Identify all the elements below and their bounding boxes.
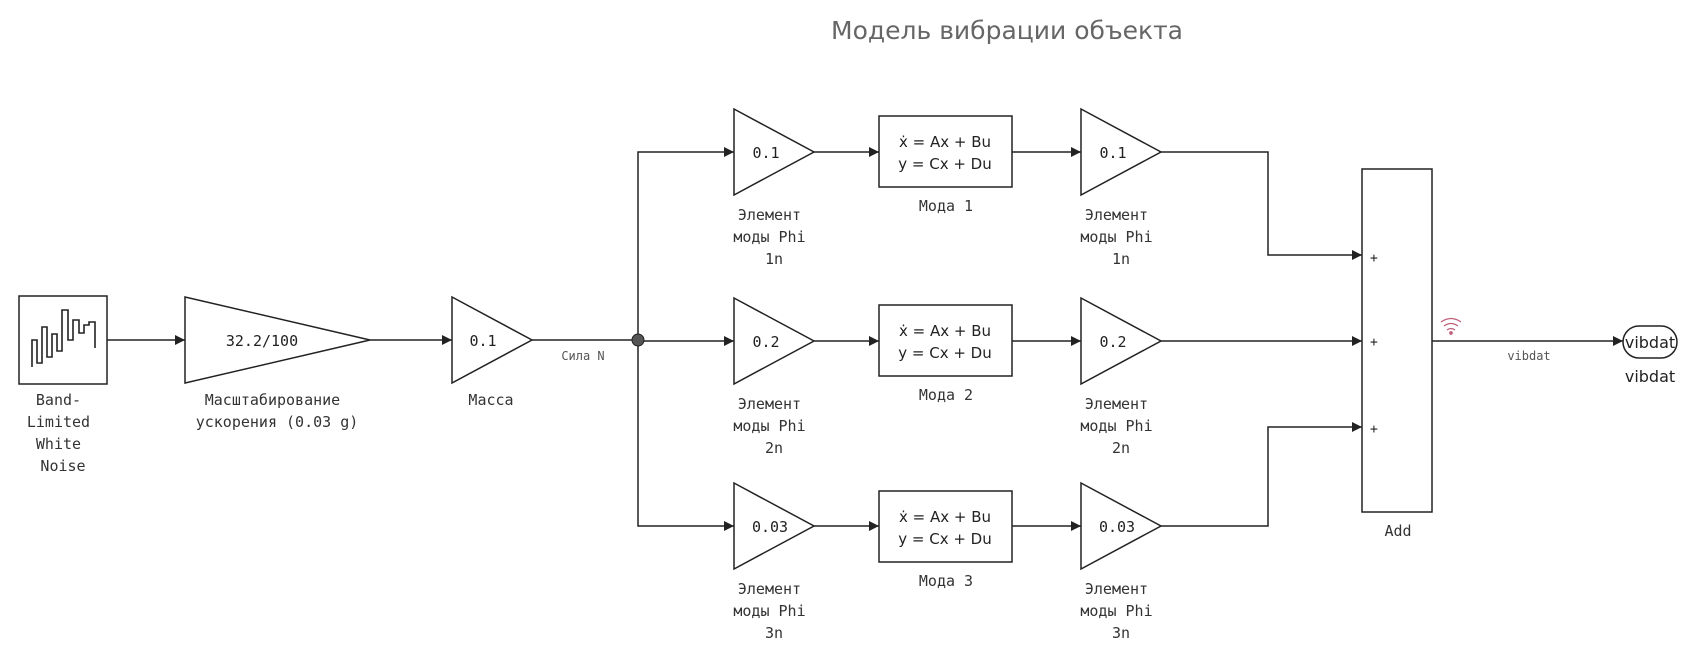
mass-gain-value: 0.1 xyxy=(469,332,496,350)
output-equation: y = Cx + Du xyxy=(898,344,992,362)
mode-1-state-space-block[interactable]: ẋ = Ax + Bu y = Cx + Du xyxy=(878,115,1013,188)
state-space-label: Мода 3 xyxy=(919,572,973,590)
mode-1-branch: 0.1 Элемент моды Phi 1n ẋ = Ax + Bu y = … xyxy=(733,107,1163,268)
scale-gain-value: 32.2/100 xyxy=(226,332,298,350)
mass-gain[interactable]: 0.1 xyxy=(451,295,534,385)
gain-value: 0.03 xyxy=(1099,518,1135,536)
gain-value: 0.1 xyxy=(1099,144,1126,162)
state-equation: ẋ = Ax + Bu xyxy=(899,322,991,340)
vibdat-output-block[interactable]: vibdat xyxy=(1622,325,1678,359)
wire-branch-1-to-add xyxy=(1161,151,1362,260)
signal-lines xyxy=(107,147,1623,531)
mode-2-state-space-block[interactable]: ẋ = Ax + Bu y = Cx + Du xyxy=(878,304,1013,377)
phi-1n-output-gain[interactable]: 0.1 xyxy=(1080,107,1163,197)
branch-junction-point[interactable] xyxy=(631,333,645,347)
band-limited-white-noise-block[interactable] xyxy=(18,295,108,385)
output-equation: y = Cx + Du xyxy=(898,155,992,173)
state-equation: ẋ = Ax + Bu xyxy=(899,508,991,526)
gain-value: 0.1 xyxy=(752,144,779,162)
gain-value: 0.2 xyxy=(1099,333,1126,351)
state-space-label: Мода 2 xyxy=(919,386,973,404)
add-block-label: Add xyxy=(1384,522,1411,540)
acceleration-scale-gain[interactable]: 32.2/100 xyxy=(184,296,371,384)
diagram-title: Модель вибрации объекта xyxy=(831,16,1183,45)
phi-2n-output-gain[interactable]: 0.2 xyxy=(1080,296,1163,386)
gain-label: Элемент моды Phi 3n xyxy=(733,580,814,642)
phi-3n-output-gain[interactable]: 0.03 xyxy=(1080,481,1163,571)
output-block-label: vibdat xyxy=(1625,367,1675,386)
gain-label: Элемент моды Phi 3n xyxy=(1080,580,1161,642)
state-space-label: Мода 1 xyxy=(919,197,973,215)
gain-value: 0.2 xyxy=(752,333,779,351)
noise-waveform-icon xyxy=(31,309,96,367)
output-block-value: vibdat xyxy=(1625,333,1675,352)
mode-3-state-space-block[interactable]: ẋ = Ax + Bu y = Cx + Du xyxy=(878,490,1013,563)
wire-junction-to-branch-1 xyxy=(637,147,734,340)
add-sign-2: + xyxy=(1370,335,1378,350)
phi-1n-input-gain[interactable]: 0.1 xyxy=(733,107,816,197)
output-signal-label: vibdat xyxy=(1507,349,1550,363)
force-signal-label: Сила N xyxy=(561,349,604,363)
gain-label: Элемент моды Phi 2n xyxy=(1080,395,1161,457)
mode-2-branch: 0.2 Элемент моды Phi 2n ẋ = Ax + Bu y = … xyxy=(733,296,1163,457)
gain-label: Элемент моды Phi 1n xyxy=(733,206,814,268)
wire-branch-3-to-add xyxy=(1161,422,1362,527)
gain-label: Элемент моды Phi 1n xyxy=(1080,206,1161,268)
signal-logging-icon[interactable] xyxy=(1440,317,1462,335)
gain-label: Элемент моды Phi 2n xyxy=(733,395,814,457)
gain-value: 0.03 xyxy=(752,518,788,536)
scale-gain-label: Масштабирование ускорения (0.03 g) xyxy=(196,391,359,431)
mass-gain-label: Масса xyxy=(468,391,513,409)
add-sign-3: + xyxy=(1370,422,1378,437)
add-block[interactable]: + + + xyxy=(1361,168,1433,513)
output-equation: y = Cx + Du xyxy=(898,530,992,548)
phi-3n-input-gain[interactable]: 0.03 xyxy=(733,481,816,571)
state-equation: ẋ = Ax + Bu xyxy=(899,133,991,151)
source-label: Band- Limited White Noise xyxy=(27,391,99,475)
add-sign-1: + xyxy=(1370,251,1378,266)
mode-3-branch: 0.03 Элемент моды Phi 3n ẋ = Ax + Bu y =… xyxy=(733,481,1163,642)
wire-junction-to-branch-3 xyxy=(637,340,734,531)
phi-2n-input-gain[interactable]: 0.2 xyxy=(733,296,816,386)
